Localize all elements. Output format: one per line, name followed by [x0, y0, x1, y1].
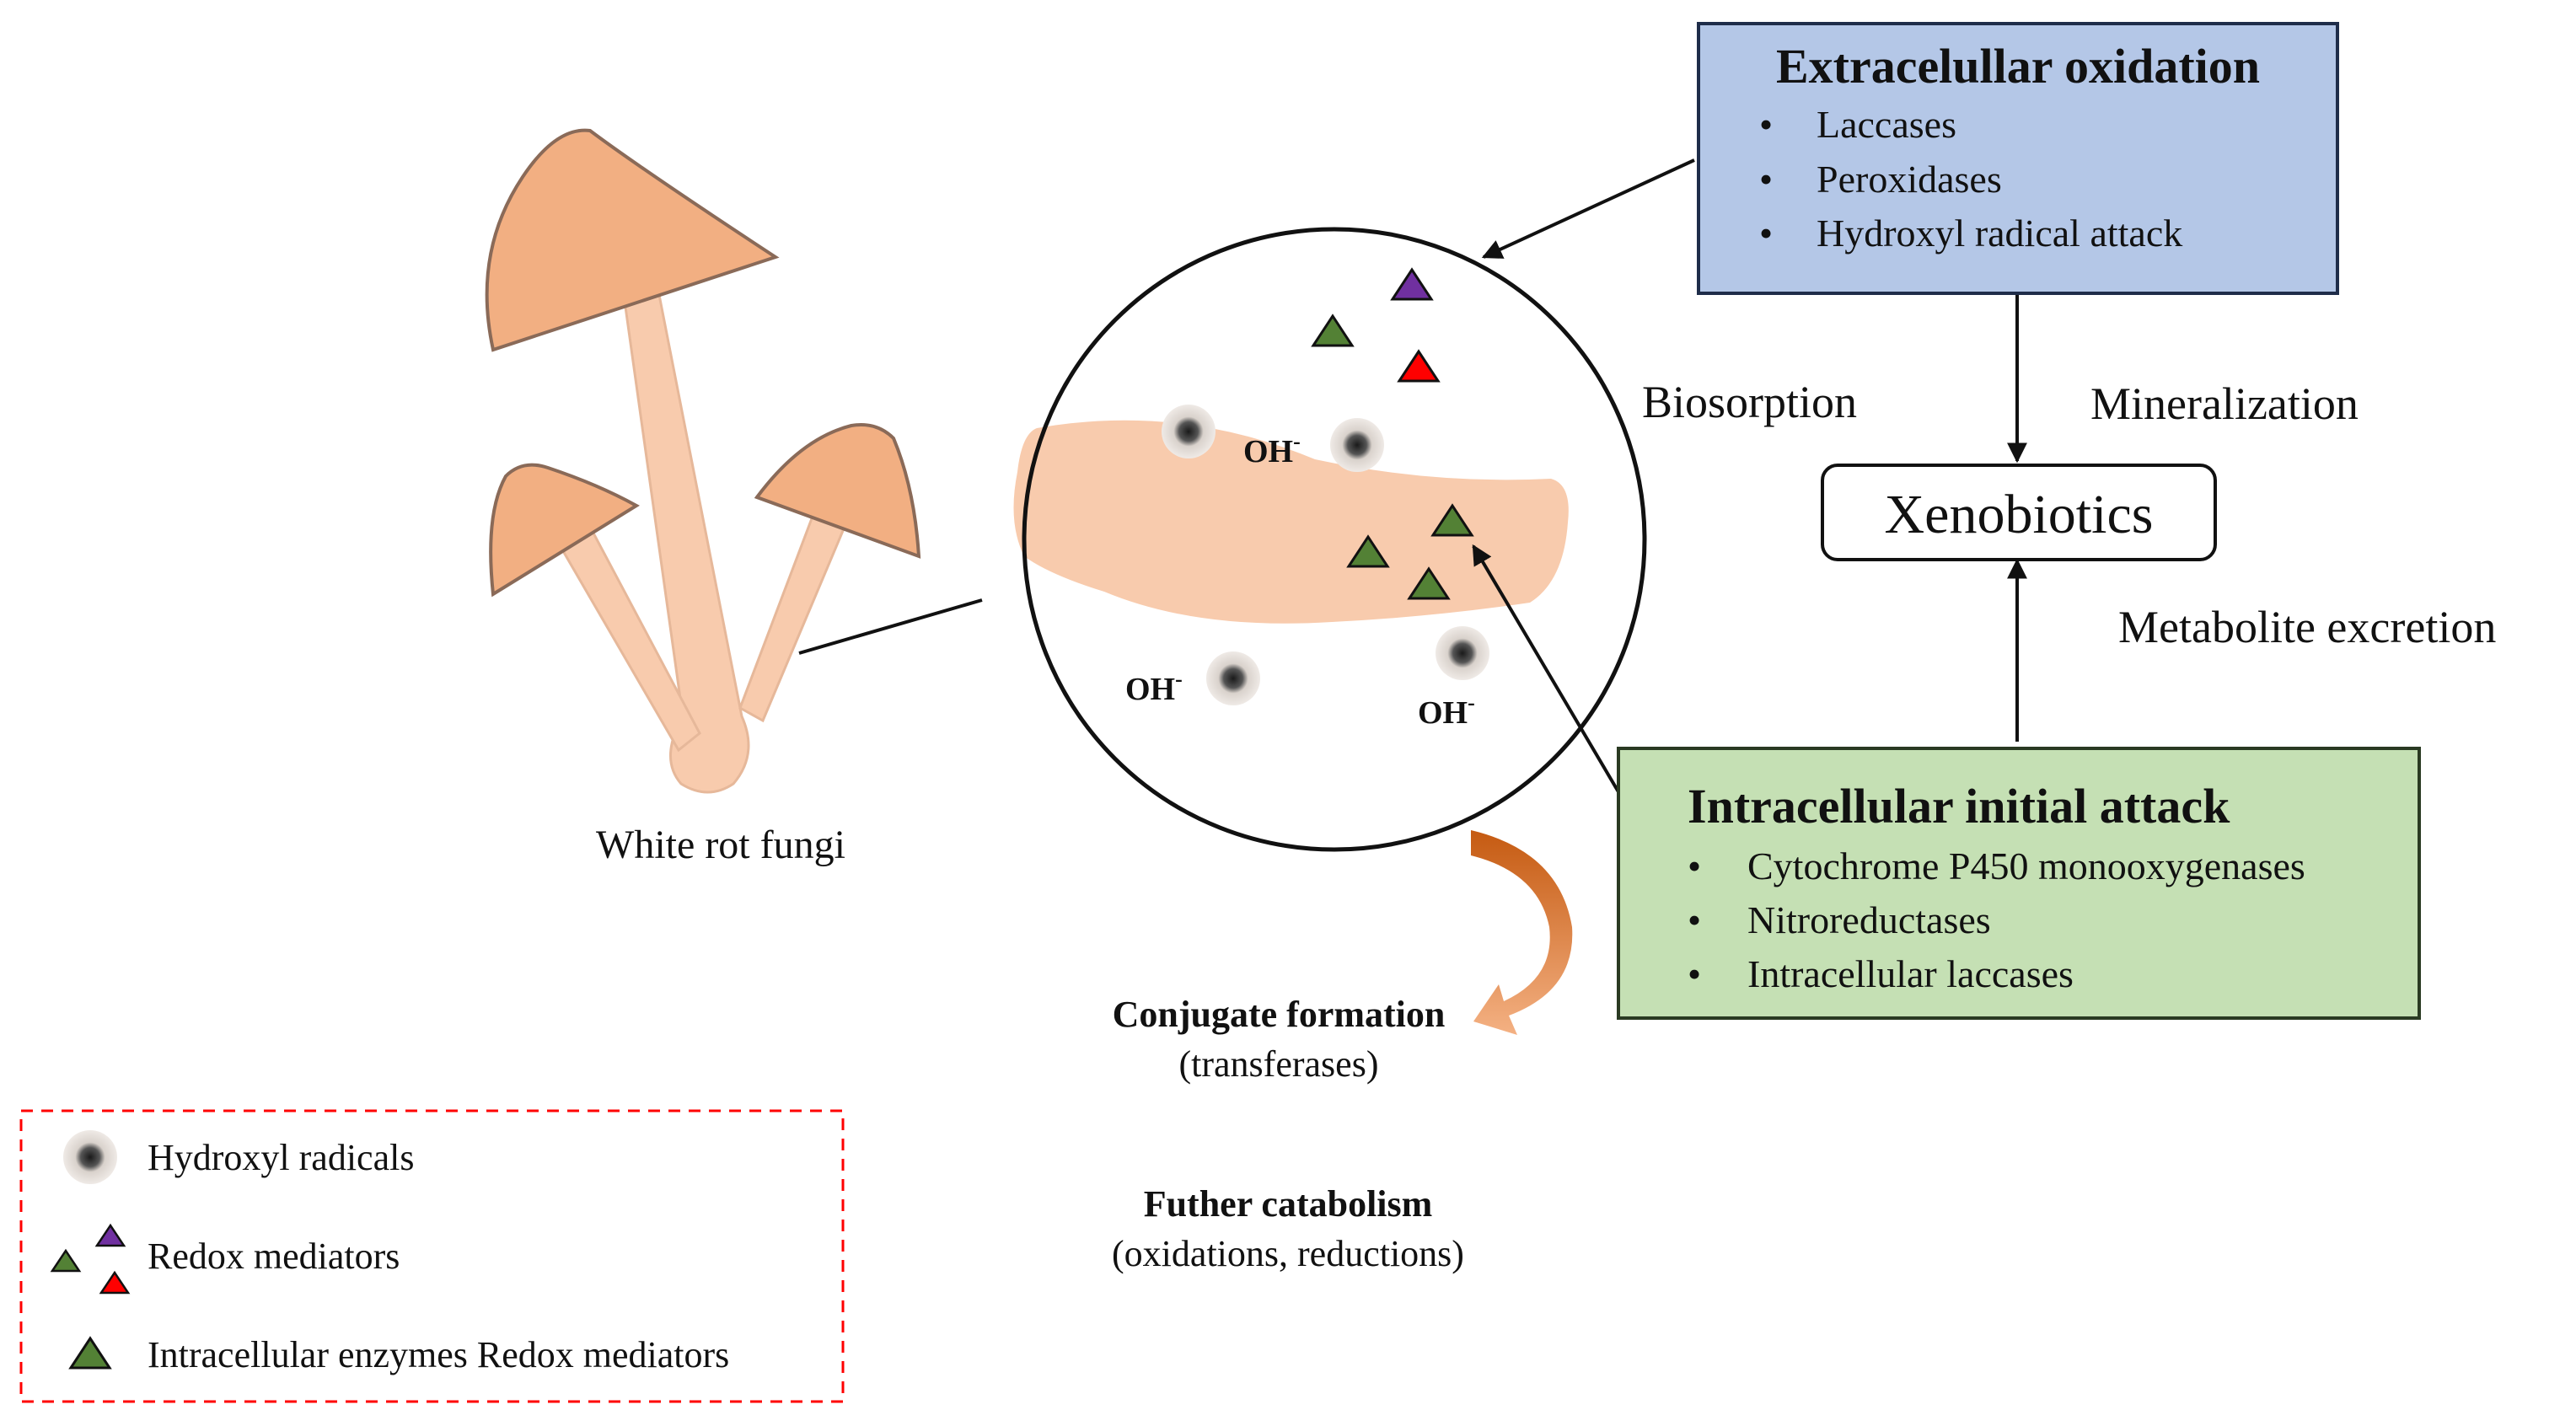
bullet: •: [1759, 158, 1773, 201]
hydroxide-label: OH-: [1418, 690, 1475, 731]
intracellular-attack-box: Intracellular initial attack • Cytochrom…: [1617, 747, 2421, 1020]
intracellular-enzyme: [1407, 566, 1451, 600]
xenobiotics-box: Xenobiotics: [1821, 464, 2217, 561]
mineralization-label: Mineralization: [2090, 378, 2359, 429]
legend-intracellular-icon: [68, 1336, 112, 1370]
bullet: •: [1759, 103, 1773, 146]
extracellular-to-circle-arrow: [1481, 158, 1695, 259]
tall-mushroom-stem: [622, 293, 750, 794]
hypha-zoom-view: OH- OH- OH-: [1013, 227, 1647, 852]
further-catabolism-subtitle: (oxidations, reductions): [1112, 1233, 1464, 1274]
legend-hydroxyl-label: Hydroxyl radicals: [148, 1137, 414, 1178]
xenobiotics-label: Xenobiotics: [1885, 484, 2154, 545]
bullet: •: [1759, 212, 1773, 255]
conjugate-curved-arrow: [1471, 830, 1573, 1035]
extracellular-oxidation-box: Extracelullar oxidation • Laccases • Per…: [1697, 22, 2339, 295]
conjugate-formation-subtitle: (transferases): [1179, 1043, 1379, 1085]
legend-redox-green-icon: [50, 1248, 82, 1273]
bullet: •: [1688, 844, 1701, 887]
biosorption-label: Biosorption: [1642, 377, 1857, 427]
intracellular-item: Cytochrome P450 monooxygenases: [1747, 844, 2305, 887]
legend-redox-purple-icon: [94, 1223, 126, 1247]
legend-border: [19, 1109, 845, 1403]
redox-mediator-red: [1397, 349, 1441, 383]
conjugate-formation-title: Conjugate formation: [1113, 994, 1446, 1035]
intracellular-item: Nitroreductases: [1747, 898, 1991, 941]
redox-mediator-purple: [1390, 267, 1434, 301]
intracellular-box-bg: [1617, 747, 2421, 1020]
zoom-circle: [1022, 227, 1647, 852]
intracellular-enzyme: [1346, 534, 1390, 568]
legend-redox-label: Redox mediators: [148, 1236, 400, 1277]
legend-hydroxyl-icon: [63, 1130, 117, 1184]
redox-mediator-green: [1311, 314, 1355, 347]
xenobiotics-box-bg: [1821, 464, 2217, 561]
bullet: •: [1688, 898, 1701, 941]
tall-mushroom-cap: [485, 128, 780, 352]
intracellular-enzyme: [1430, 503, 1474, 537]
hydroxyl-radical: [1436, 626, 1489, 680]
extracellular-box-bg: [1697, 22, 2339, 295]
hydroxide-label: OH-: [1125, 667, 1183, 707]
intracellular-item: Intracellular laccases: [1747, 952, 2074, 995]
hydroxyl-radical: [1162, 405, 1216, 458]
extracellular-item: Hydroxyl radical attack: [1817, 212, 2182, 255]
right-mushroom-cap: [754, 423, 921, 559]
white-rot-fungi-illustration: [485, 128, 921, 794]
legend: Hydroxyl radicals Redox mediators Intrac…: [19, 1109, 845, 1403]
legend-redox-red-icon: [99, 1270, 131, 1295]
metabolite-excretion-label: Metabolite excretion: [2118, 602, 2496, 652]
right-mushroom-stem: [738, 512, 846, 723]
further-catabolism-title: Futher catabolism: [1144, 1183, 1433, 1225]
left-mushroom-cap: [489, 463, 640, 598]
intracellular-to-hypha-arrow: [1472, 544, 1633, 815]
extracellular-item: Peroxidases: [1817, 158, 2002, 201]
extracellular-title: Extracelullar oxidation: [1776, 39, 2260, 94]
hydroxide-label: OH-: [1243, 429, 1301, 469]
hydroxyl-radical: [1330, 418, 1384, 472]
hydroxyl-radical: [1206, 651, 1260, 705]
zoom-connector-line: [798, 598, 983, 655]
extracellular-item: Laccases: [1817, 103, 1956, 146]
white-rot-fungi-label: White rot fungi: [596, 823, 845, 867]
intracellular-title: Intracellular initial attack: [1688, 779, 2230, 834]
bullet: •: [1688, 952, 1701, 995]
legend-intracellular-label: Intracellular enzymes Redox mediators: [148, 1334, 729, 1375]
